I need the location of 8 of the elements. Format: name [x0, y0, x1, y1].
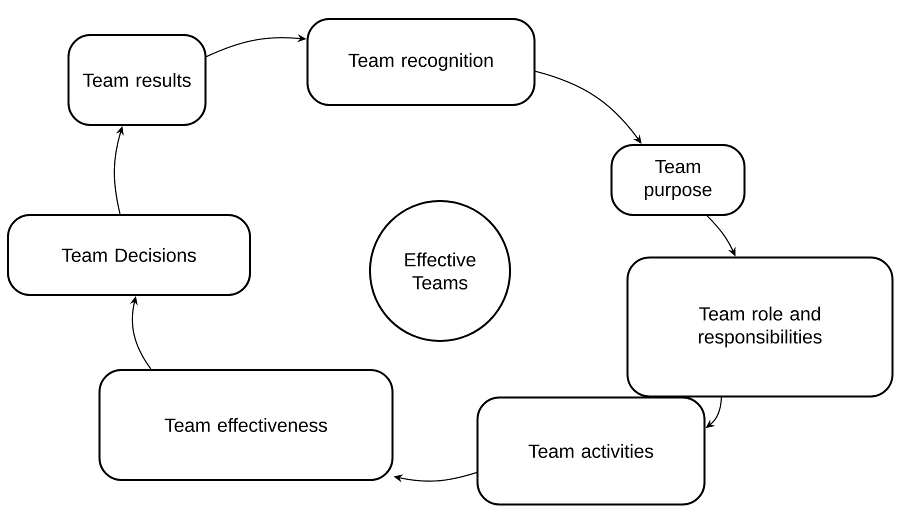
circle-node: Effective Teams [369, 200, 511, 342]
process-box: Team purpose [610, 144, 746, 216]
process-box: Team activities [476, 396, 706, 506]
process-box: Team role and responsibilities [626, 256, 894, 398]
process-box: Team effectiveness [98, 368, 394, 481]
process-box: Team results [68, 34, 206, 126]
process-box: Team recognition [306, 18, 536, 106]
process-box: Team Decisions [7, 214, 251, 296]
